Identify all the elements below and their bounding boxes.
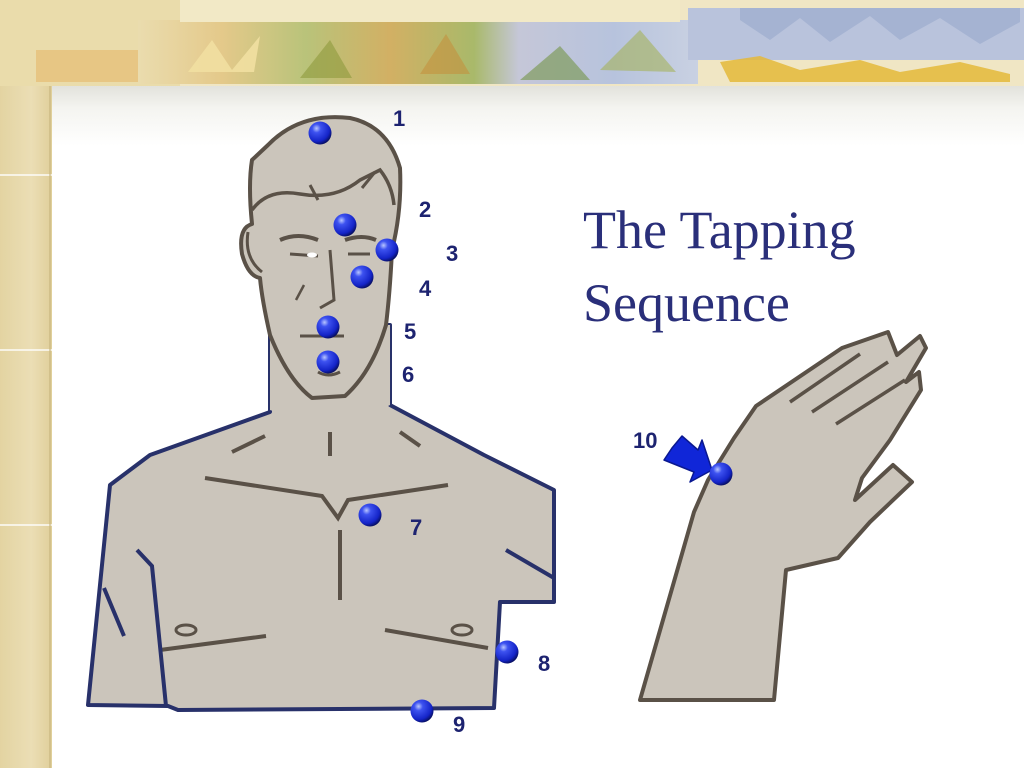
point-label-10: 10 (633, 428, 657, 453)
head-shape (239, 115, 403, 400)
blue-sphere-icon (316, 315, 340, 339)
point-label-5: 5 (404, 319, 416, 344)
hand-shape (638, 330, 928, 702)
blue-sphere-icon (350, 265, 374, 289)
point-label-3: 3 (446, 241, 458, 266)
point-label-2: 2 (419, 197, 431, 222)
title-line-1: The Tapping (583, 200, 856, 260)
point-label-1: 1 (393, 106, 405, 131)
blue-sphere-icon (375, 238, 399, 262)
hair-line (250, 167, 396, 212)
blue-sphere-icon (308, 121, 332, 145)
left-parchment-band (0, 0, 52, 768)
torso-shape (86, 323, 556, 712)
blue-sphere-icon (410, 699, 434, 723)
slide-title: The Tapping Sequence (583, 194, 983, 340)
title-line-2: Sequence (583, 273, 790, 333)
blue-sphere-icon (333, 213, 357, 237)
blue-sphere-icon (316, 350, 340, 374)
blue-sphere-icon (358, 503, 382, 527)
point-label-8: 8 (538, 651, 550, 676)
arrow-right-icon (663, 435, 713, 483)
point-label-7: 7 (410, 515, 422, 540)
point-label-6: 6 (402, 362, 414, 387)
blue-sphere-icon (709, 462, 733, 486)
point-label-4: 4 (419, 276, 432, 301)
top-leaf-banner (0, 0, 1024, 86)
blue-sphere-icon (495, 640, 519, 664)
point-label-9: 9 (453, 712, 465, 737)
